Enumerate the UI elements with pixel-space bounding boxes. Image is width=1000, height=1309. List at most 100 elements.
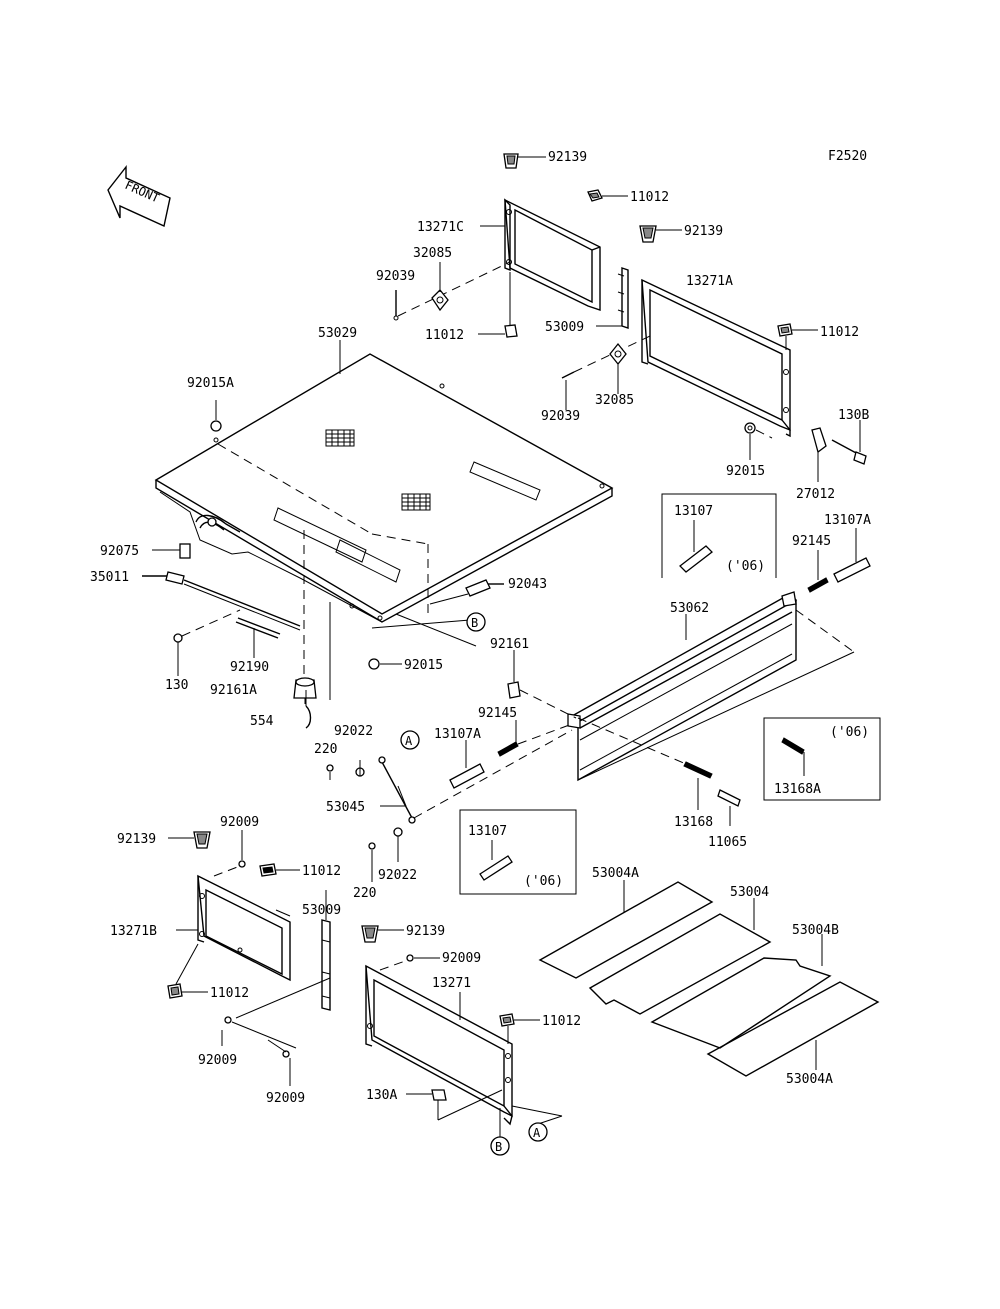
label-53004b: 53004B xyxy=(792,923,839,938)
deck-grille-2 xyxy=(401,493,431,511)
bolt-92039-top xyxy=(393,261,511,321)
label-92009-top: 92009 xyxy=(220,815,259,830)
clip-92161a xyxy=(305,690,312,729)
latch-27012 xyxy=(811,427,827,482)
label-92139-bot: 92139 xyxy=(406,924,445,939)
washer-92015-mid xyxy=(368,658,402,670)
pin-13107a-mid xyxy=(449,740,485,789)
nut-11012-right xyxy=(777,323,818,350)
callout-b-mid: B xyxy=(466,612,486,632)
cap-92139-right xyxy=(639,225,682,243)
label-13271a: 13271A xyxy=(686,274,733,289)
label-92145-right: 92145 xyxy=(792,534,831,549)
bolt-130a xyxy=(406,1089,503,1121)
gate-frame-13271c xyxy=(504,198,601,311)
washer-92015-right xyxy=(744,422,773,460)
inset-box-13168a xyxy=(763,717,881,801)
label-13271: 13271 xyxy=(432,976,471,991)
label-92039-mid: 92039 xyxy=(541,409,580,424)
label-92022-top: 92022 xyxy=(334,724,373,739)
nut-11012-bot xyxy=(167,943,208,999)
nut-11012-br xyxy=(499,1013,540,1044)
callout-a-bot-label: A xyxy=(533,1126,541,1140)
label-11012-bot: 11012 xyxy=(210,986,249,1001)
bumper-554 xyxy=(293,677,317,704)
label-92161a: 92161A xyxy=(210,683,257,698)
label-92139-right: 92139 xyxy=(684,224,723,239)
bracket-32085-top xyxy=(431,262,449,312)
bolt-92009-top xyxy=(213,830,246,877)
pin-92043 xyxy=(429,579,504,605)
spring-92145-right xyxy=(807,550,829,593)
label-92015-right: 92015 xyxy=(726,464,765,479)
deck-grille-1 xyxy=(325,429,355,447)
label-35011: 35011 xyxy=(90,570,129,585)
label-13107a-mid: 13107A xyxy=(434,727,481,742)
label-554: 554 xyxy=(250,714,274,729)
label-130: 130 xyxy=(165,678,188,693)
floor-mats-53004 xyxy=(538,880,880,1077)
tailgate-53062 xyxy=(567,591,855,782)
pin-13168 xyxy=(577,717,713,810)
label-92043: 92043 xyxy=(508,577,547,592)
label-06-top: ('06) xyxy=(726,559,765,574)
gate-frame-13271a xyxy=(641,278,791,438)
spring-92145-mid xyxy=(497,720,573,757)
label-06-mid: ('06) xyxy=(524,874,563,889)
label-13107a-right: 13107A xyxy=(824,513,871,528)
rod-35011 xyxy=(142,571,301,631)
nut-11012-bl xyxy=(259,863,300,877)
label-13168: 13168 xyxy=(674,815,713,830)
nut-11012-top xyxy=(587,189,628,202)
label-92022-bot: 92022 xyxy=(378,868,417,883)
bolt-92039-mid xyxy=(561,335,651,410)
label-53004a-top: 53004A xyxy=(592,866,639,881)
label-53045: 53045 xyxy=(326,800,365,815)
label-220-top: 220 xyxy=(314,742,337,757)
label-13271b: 13271B xyxy=(110,924,157,939)
label-130b: 130B xyxy=(838,408,869,423)
gate-frame-13271b xyxy=(176,874,291,982)
label-53009-bot: 53009 xyxy=(302,903,341,918)
label-11012-top: 11012 xyxy=(630,190,669,205)
label-92139-left: 92139 xyxy=(117,832,156,847)
label-11012-br: 11012 xyxy=(542,1014,581,1029)
gate-frame-13271 xyxy=(365,964,513,1126)
washer-92015a xyxy=(210,400,222,432)
hinge-strip-53009-top xyxy=(596,267,629,329)
nut-11012-left xyxy=(478,272,518,338)
bolt-92009-bot xyxy=(267,1039,291,1086)
cap-92139-top xyxy=(503,153,546,169)
label-92009-mid: 92009 xyxy=(442,951,481,966)
label-13271c: 13271C xyxy=(417,220,464,235)
label-32085-mid: 32085 xyxy=(595,393,634,408)
cap-92139-bot xyxy=(361,925,404,943)
label-32085-top: 32085 xyxy=(413,246,452,261)
hinge-strip-53009-bot xyxy=(235,890,331,1019)
label-92039-top: 92039 xyxy=(376,269,415,284)
diagram-code: F2520 xyxy=(828,149,867,164)
pin-11065 xyxy=(717,789,741,826)
deck-panel-53029 xyxy=(154,353,614,623)
label-53009-top: 53009 xyxy=(545,320,584,335)
callout-a-bot: A xyxy=(528,1122,548,1142)
label-92075: 92075 xyxy=(100,544,139,559)
inset-box-13107-top xyxy=(661,493,777,578)
label-06-right: ('06) xyxy=(830,725,869,740)
callout-b-bot: B xyxy=(490,1136,510,1156)
label-11012-left: 11012 xyxy=(425,328,464,343)
label-53004a-bot: 53004A xyxy=(786,1072,833,1087)
callout-b-mid-label: B xyxy=(471,616,478,630)
label-130a: 130A xyxy=(366,1088,397,1103)
pin-13107a-right xyxy=(833,528,871,583)
label-53004: 53004 xyxy=(730,885,769,900)
label-13168a: 13168A xyxy=(774,782,821,797)
label-92161: 92161 xyxy=(490,637,529,652)
rod-92190 xyxy=(235,617,281,658)
label-27012: 27012 xyxy=(796,487,835,502)
cap-92139-left xyxy=(168,831,211,849)
label-92190: 92190 xyxy=(230,660,269,675)
bracket-32085-mid xyxy=(609,342,627,394)
bolt-130b xyxy=(831,420,867,465)
